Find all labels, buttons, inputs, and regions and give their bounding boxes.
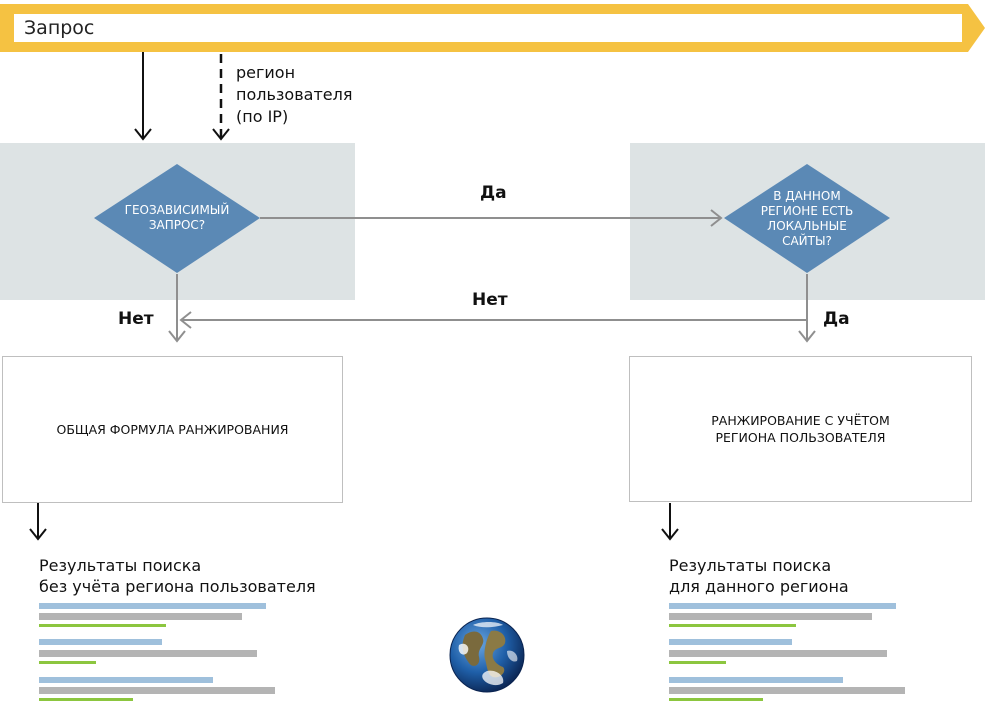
ip-region-note: регион пользователя (по IP): [236, 62, 352, 128]
geo-diamond-text: ГЕОЗАВИСИМЫЙ ЗАПРОС?: [112, 196, 242, 240]
results-right-title: Результаты поиска для данного региона: [669, 555, 849, 597]
ip-note-line2: пользователя: [236, 85, 353, 104]
edge-label-yes-top: Да: [480, 183, 507, 203]
request-banner: [0, 4, 985, 52]
edge-label-yes-right: Да: [823, 309, 850, 329]
results-left-title: Результаты поиска без учёта региона поль…: [39, 555, 316, 597]
left-snippets: [39, 603, 275, 701]
regional-ranking-box: РАНЖИРОВАНИЕ С УЧЁТОМ РЕГИОНА ПОЛЬЗОВАТЕ…: [629, 356, 972, 502]
local-diamond-shape: [724, 164, 890, 273]
ip-note-line3: (по IP): [236, 107, 289, 126]
right-snippets: [669, 603, 905, 701]
local-diamond-line1: В ДАННОМ: [773, 189, 841, 203]
geo-diamond-line1: ГЕОЗАВИСИМЫЙ: [124, 203, 230, 217]
results-left-line2: без учёта региона пользователя: [39, 577, 316, 596]
request-label: Запрос: [24, 17, 95, 39]
local-diamond-text: В ДАННОМ РЕГИОНЕ ЕСТЬ ЛОКАЛЬНЫЕ САЙТЫ?: [742, 188, 872, 250]
results-left-line1: Результаты поиска: [39, 556, 202, 575]
regional-ranking-line1: РАНЖИРОВАНИЕ С УЧЁТОМ: [711, 413, 890, 428]
local-diamond-line4: САЙТЫ?: [782, 234, 832, 248]
local-diamond-line2: РЕГИОНЕ ЕСТЬ: [760, 204, 854, 218]
results-right-line1: Результаты поиска: [669, 556, 832, 575]
general-ranking-box: ОБЩАЯ ФОРМУЛА РАНЖИРОВАНИЯ: [2, 356, 343, 503]
general-ranking-text: ОБЩАЯ ФОРМУЛА РАНЖИРОВАНИЯ: [56, 422, 289, 437]
geo-diamond-shape: [94, 164, 260, 273]
local-diamond-line3: ЛОКАЛЬНЫЕ: [767, 219, 847, 233]
earth-globe-icon: [449, 617, 525, 693]
ip-note-line1: регион: [236, 63, 296, 82]
edge-label-no-middle: Нет: [472, 290, 508, 310]
geo-diamond-line2: ЗАПРОС?: [148, 218, 206, 232]
edge-label-no-left: Нет: [118, 309, 154, 329]
results-right-line2: для данного региона: [669, 577, 849, 596]
regional-ranking-line2: РЕГИОНА ПОЛЬЗОВАТЕЛЯ: [715, 430, 886, 445]
